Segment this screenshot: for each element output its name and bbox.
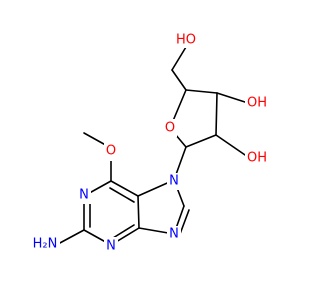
molecule-structure: HO OH OH O O N N N N H₂N [30, 30, 269, 254]
bond-c2-nh2 [57, 229, 85, 245]
methoxy-oxygen-label: O [106, 144, 116, 159]
hydroxyl-3-label: OH [247, 96, 267, 111]
bond-ch2-c4 [171, 69, 187, 91]
bond-c2-oh [215, 134, 249, 158]
bond-c3-c2 [215, 92, 218, 136]
n3-label: N [106, 239, 116, 254]
bond-c5-c6-double [109, 187, 135, 203]
bond-c8-n9-double [179, 209, 190, 235]
ring-oxygen-label: O [165, 121, 175, 136]
atom-labels: HO OH OH O O N N N N H₂N [30, 30, 269, 254]
bond-oh-ch2 [171, 46, 187, 71]
n9-label: N [169, 227, 179, 242]
bond-c4-c5 [137, 195, 140, 229]
n7-label: N [169, 174, 179, 189]
bonds [57, 46, 249, 246]
bond-c2-c1 [185, 134, 217, 148]
bond-c4-c3 [185, 89, 218, 94]
bond-c3-oh [216, 92, 249, 104]
n1-label: N [79, 188, 89, 203]
hydroxyl-2-label: OH [247, 151, 267, 166]
bond-n3-c4-double [112, 224, 135, 239]
hydroxyl-ho-label: HO [176, 33, 196, 48]
bond-c5-c6 [110, 180, 139, 197]
amino-nh2-label: H₂N [33, 237, 58, 252]
